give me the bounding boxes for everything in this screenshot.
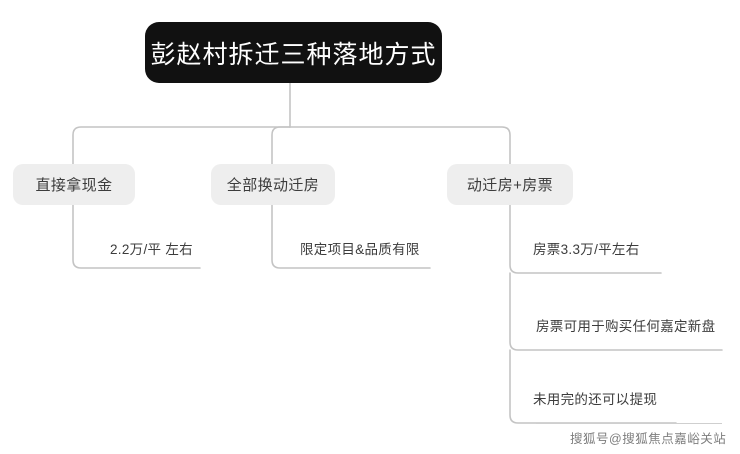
leaf-label-branch-1-0: 限定项目&品质有限 bbox=[300, 242, 420, 257]
branch-node-direct-cash[interactable]: 直接拿现金 bbox=[13, 164, 135, 205]
connector-branch-0-leaf-0 bbox=[72, 204, 201, 269]
connector-bus-mid bbox=[271, 126, 291, 165]
connector-branch-2-leaf-2 bbox=[509, 349, 677, 424]
connector-branch-2-leaf-1 bbox=[509, 272, 723, 351]
branch-node-all-resettlement-housing[interactable]: 全部换动迁房 bbox=[211, 164, 335, 205]
leaf-label-branch-2-2: 未用完的还可以提现 bbox=[533, 392, 658, 407]
connector-branch-1-leaf-0 bbox=[271, 204, 431, 269]
leaf-label-branch-2-0: 房票3.3万/平左右 bbox=[533, 242, 640, 257]
leaf-label-branch-0-0: 2.2万/平 左右 bbox=[110, 242, 193, 257]
connector-bus-left bbox=[72, 126, 291, 165]
leaf-label-branch-2-1: 房票可用于购买任何嘉定新盘 bbox=[536, 319, 716, 334]
connector-branch-2-leaf-0 bbox=[509, 204, 662, 274]
watermark-text: 搜狐号@搜狐焦点嘉峪关站 bbox=[570, 432, 727, 446]
watermark-divider bbox=[536, 423, 722, 424]
root-node[interactable]: 彭赵村拆迁三种落地方式 bbox=[145, 22, 442, 83]
branch-node-housing-plus-voucher[interactable]: 动迁房+房票 bbox=[447, 164, 573, 205]
connector-bus-right bbox=[289, 126, 511, 165]
